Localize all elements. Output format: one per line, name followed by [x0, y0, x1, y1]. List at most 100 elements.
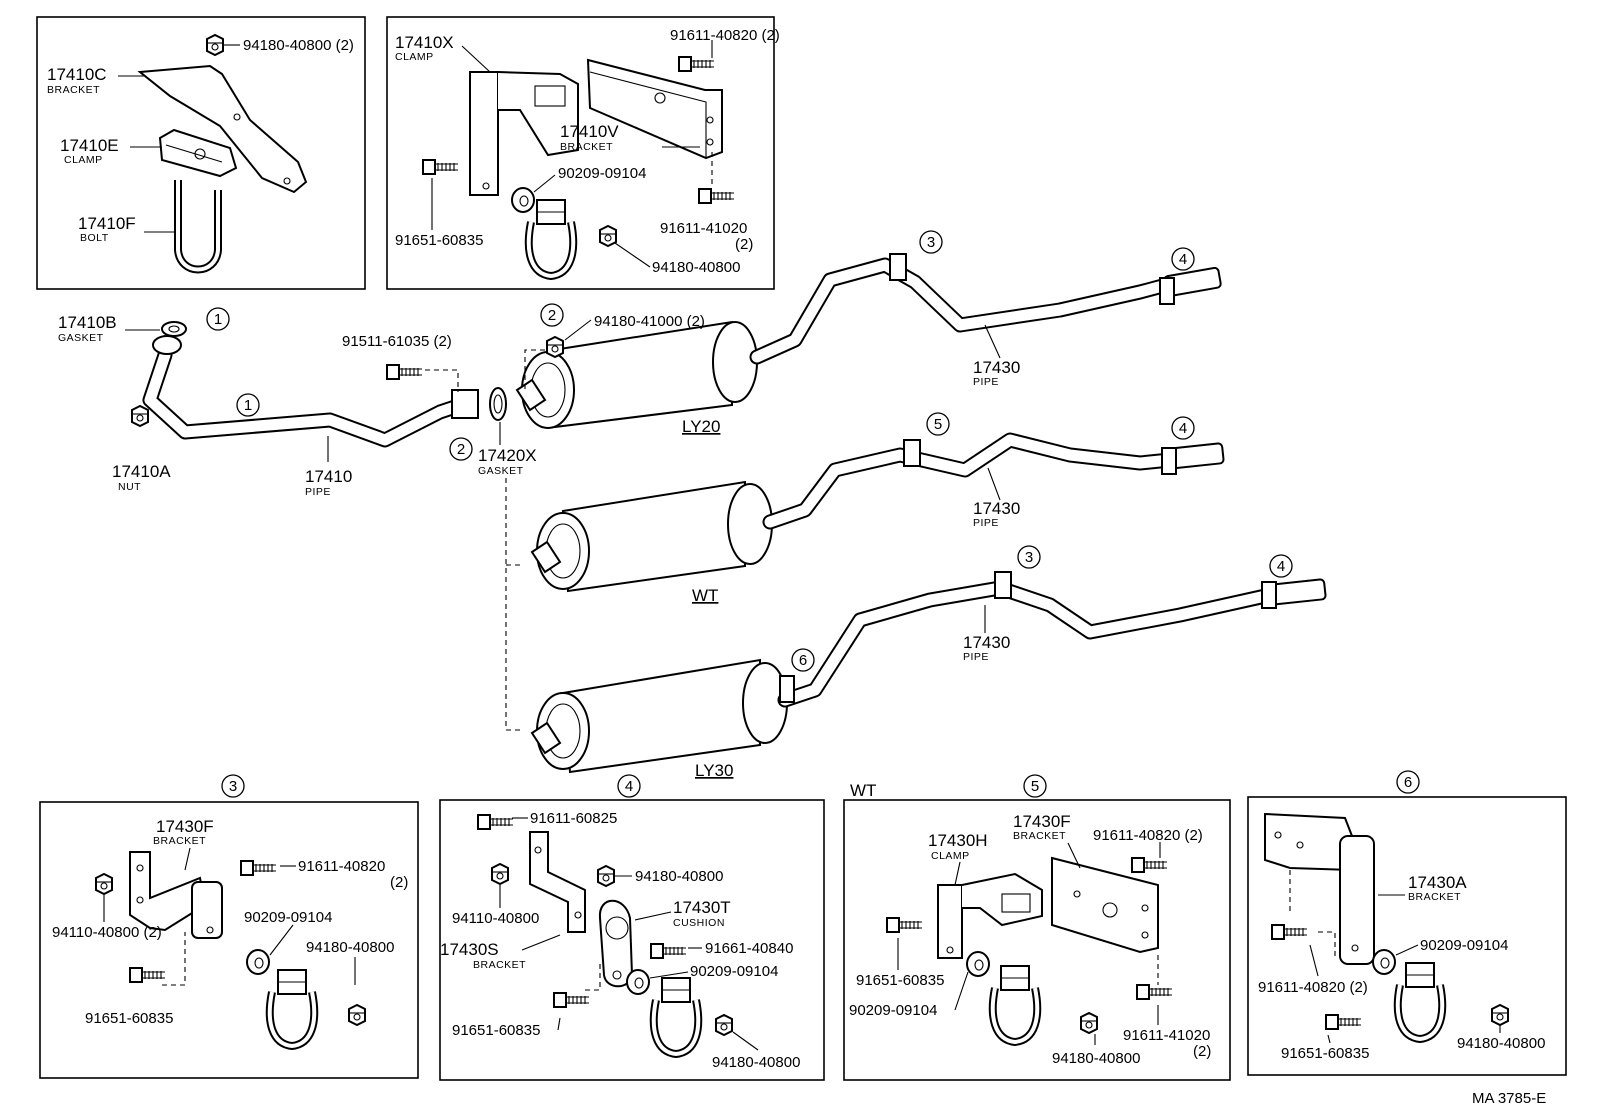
nut-icon — [95, 873, 113, 895]
label-94180-40800-b4b: 94180-40800 — [712, 1054, 800, 1071]
bolt-icon — [886, 917, 923, 933]
callout-6-a: 6 — [791, 648, 815, 672]
variant-wt-section: WT — [850, 781, 876, 800]
nut-icon — [491, 863, 509, 885]
tail-pipe-wt — [762, 432, 1225, 530]
clamp-icon — [529, 200, 573, 276]
callout-4-a: 4 — [1171, 247, 1195, 271]
drawing-code: MA 3785-E — [1472, 1090, 1546, 1107]
label-94180-40800-b4a: 94180-40800 — [635, 868, 723, 885]
nut-icon — [599, 225, 617, 247]
callout-6-header: 6 — [1396, 770, 1420, 794]
front-pipe-17410 — [142, 321, 507, 448]
label-bracket: BRACKET — [47, 84, 100, 96]
label-17410x: 17410X — [395, 33, 454, 52]
label-qty-2-b3: (2) — [390, 874, 408, 891]
callout-3-header: 3 — [221, 774, 245, 798]
callout-4-header: 4 — [617, 774, 641, 798]
callout-5-a: 5 — [926, 412, 950, 436]
nut-icon — [597, 865, 615, 887]
svg-text:4: 4 — [1179, 251, 1187, 268]
label-90209-09104-b6: 90209-09104 — [1420, 937, 1508, 954]
label-bracket-6: BRACKET — [1408, 891, 1461, 903]
bolt-icon — [698, 188, 735, 204]
label-91661-40840: 91661-40840 — [705, 940, 793, 957]
label-pipe: PIPE — [305, 486, 331, 498]
muffler-ly20 — [515, 320, 758, 429]
svg-text:5: 5 — [1031, 778, 1039, 795]
label-17430h: 17430H — [928, 831, 988, 850]
label-91611-40820-2: 91611-40820 (2) — [670, 27, 780, 44]
detail-box-1: 94180-40800 (2) 17410C BRACKET 17410E CL… — [36, 16, 366, 290]
bracket-17410v — [586, 58, 723, 160]
bolt-icon — [1131, 857, 1168, 873]
label-bracket-4: BRACKET — [473, 959, 526, 971]
label-91651-60835-b4: 91651-60835 — [452, 1022, 540, 1039]
washer-icon — [511, 187, 535, 213]
bolt-icon — [650, 943, 687, 959]
label-91651-60835-b6: 91651-60835 — [1281, 1045, 1369, 1062]
svg-text:5: 5 — [934, 416, 942, 433]
label-clamp-2: CLAMP — [395, 51, 434, 63]
label-bracket-5: BRACKET — [1013, 830, 1066, 842]
clamp-17410x — [469, 71, 579, 196]
callout-4-c: 4 — [1269, 554, 1293, 578]
svg-text:3: 3 — [229, 778, 237, 795]
svg-text:1: 1 — [214, 311, 222, 328]
svg-text:6: 6 — [1404, 774, 1412, 791]
label-94180-40800-b6: 94180-40800 — [1457, 1035, 1545, 1052]
label-17410e: 17410E — [60, 136, 119, 155]
label-17430f-b5: 17430F — [1013, 812, 1071, 831]
bolt-icon — [1325, 1014, 1362, 1030]
label-17430a: 17430A — [1408, 873, 1467, 892]
label-17430s: 17430S — [440, 940, 499, 959]
callout-2-a: 2 — [449, 437, 473, 461]
label-17430-c: 17430 — [963, 633, 1010, 652]
label-gasket-2: GASKET — [478, 465, 524, 477]
svg-text:6: 6 — [799, 652, 807, 669]
label-17430t: 17430T — [673, 898, 731, 917]
label-91611-41020: 91611-41020 — [660, 220, 747, 237]
label-90209-09104-b5: 90209-09104 — [849, 1002, 937, 1019]
label-17410a: 17410A — [112, 462, 171, 481]
label-90209-09104: 90209-09104 — [558, 165, 646, 182]
clamp-icon — [993, 966, 1037, 1042]
svg-text:4: 4 — [625, 778, 633, 795]
label-91651-60835-b5: 91651-60835 — [856, 972, 944, 989]
label-pipe-b: PIPE — [973, 517, 999, 529]
washer-icon — [966, 951, 990, 977]
label-94180-40800-2: 94180-40800 (2) — [243, 37, 354, 54]
svg-text:3: 3 — [927, 234, 935, 251]
bolt-icon — [477, 814, 514, 830]
label-17410v: 17410V — [560, 122, 619, 141]
label-17430f: 17430F — [156, 817, 214, 836]
muffler-wt — [530, 480, 773, 593]
svg-text:1: 1 — [244, 397, 252, 414]
label-pipe-c: PIPE — [963, 651, 989, 663]
label-91651-60835-b3: 91651-60835 — [85, 1010, 173, 1027]
muffler-ly30 — [530, 658, 788, 774]
label-91511-61035-2: 91511-61035 (2) — [342, 333, 452, 350]
label-94180-40800-b5: 94180-40800 — [1052, 1050, 1140, 1067]
label-bracket-3: BRACKET — [153, 835, 206, 847]
bolt-icon — [1136, 984, 1173, 1000]
svg-text:3: 3 — [1025, 549, 1033, 566]
nut-icon — [1080, 1012, 1098, 1034]
clamp-icon — [654, 978, 698, 1054]
detail-box-2: 91611-40820 (2) 17410X CLAMP 17410V BRAC… — [386, 16, 780, 290]
detail-box-5: 17430H CLAMP 17430F BRACKET 91611-40820 … — [843, 799, 1231, 1081]
tail-pipe-ly20 — [749, 253, 1222, 365]
bolt-icon — [129, 967, 166, 983]
label-bracket-2: BRACKET — [560, 141, 613, 153]
label-qty-2: (2) — [735, 236, 753, 253]
detail-box-3: 17430F BRACKET 91611-40820 (2) 94110-408… — [39, 801, 419, 1079]
label-17420x: 17420X — [478, 446, 537, 465]
washer-icon — [626, 969, 650, 995]
label-17410c: 17410C — [47, 65, 107, 84]
svg-text:4: 4 — [1179, 420, 1187, 437]
label-90209-09104-b3: 90209-09104 — [244, 909, 332, 926]
label-91611-40820-2-b6: 91611-40820 (2) — [1258, 979, 1368, 996]
label-91651-60835: 91651-60835 — [395, 232, 483, 249]
callout-5-header: 5 — [1023, 774, 1047, 798]
label-cushion: CUSHION — [673, 917, 725, 929]
